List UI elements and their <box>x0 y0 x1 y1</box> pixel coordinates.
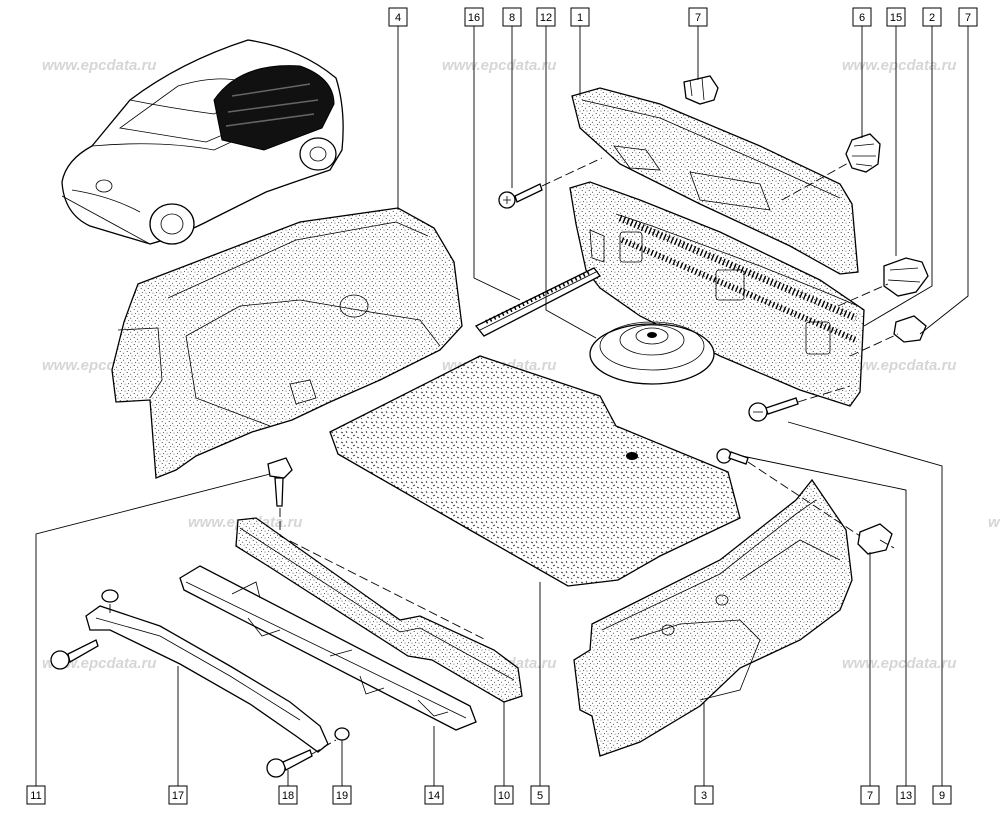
car-overview <box>61 39 344 245</box>
svg-text:8: 8 <box>509 12 515 24</box>
callout-7: 7 <box>688 7 708 27</box>
callout-6: 6 <box>852 7 872 27</box>
callout-4: 4 <box>388 7 408 27</box>
left-side-trim-panel <box>111 207 463 479</box>
callout-14: 14 <box>424 785 444 805</box>
watermark: www.epcdata.ru <box>442 57 556 74</box>
svg-text:2: 2 <box>929 12 935 24</box>
parcel-shelf <box>571 87 859 275</box>
watermark: www.epcdata.ru <box>842 357 956 374</box>
callout-12: 12 <box>536 7 556 27</box>
callout-3: 3 <box>694 785 714 805</box>
svg-text:15: 15 <box>890 12 902 24</box>
cross-bar <box>85 605 329 753</box>
callout-19: 19 <box>332 785 352 805</box>
callout-5: 5 <box>530 785 550 805</box>
assembly-lines <box>109 157 899 755</box>
svg-text:4: 4 <box>395 12 401 24</box>
callout-10: 10 <box>494 785 514 805</box>
callout-8: 8 <box>502 7 522 27</box>
svg-text:13: 13 <box>900 790 912 802</box>
callout-1: 1 <box>570 7 590 27</box>
support-rail <box>179 565 477 731</box>
watermark: www.epcdata.ru <box>42 57 156 74</box>
svg-text:17: 17 <box>172 790 184 802</box>
svg-text:7: 7 <box>695 12 701 24</box>
callout-labels: 4 16 8 12 1 7 6 15 2 7 11 17 18 19 14 10… <box>26 7 978 805</box>
svg-text:6: 6 <box>859 12 865 24</box>
callout-18: 18 <box>278 785 298 805</box>
svg-text:16: 16 <box>468 12 480 24</box>
svg-text:7: 7 <box>965 12 971 24</box>
sill-trim <box>235 517 523 703</box>
spare-wheel-cover <box>589 321 715 385</box>
svg-text:19: 19 <box>336 790 348 802</box>
svg-text:14: 14 <box>428 790 440 802</box>
callout-2: 2 <box>922 7 942 27</box>
callout-7: 7 <box>958 7 978 27</box>
callout-15: 15 <box>886 7 906 27</box>
leader-lines <box>35 26 969 786</box>
svg-text:10: 10 <box>498 790 510 802</box>
svg-text:3: 3 <box>701 790 707 802</box>
boot-floor-carpet <box>329 355 741 587</box>
callout-9: 9 <box>932 785 952 805</box>
watermark: www.epcdata.ru <box>842 655 956 672</box>
watermark: www.epcdata.ru <box>988 514 1000 531</box>
svg-text:18: 18 <box>282 790 294 802</box>
callout-16: 16 <box>464 7 484 27</box>
watermark: www.epcdata.ru <box>842 57 956 74</box>
svg-text:1: 1 <box>577 12 583 24</box>
svg-text:9: 9 <box>939 790 945 802</box>
svg-text:11: 11 <box>30 790 41 802</box>
callout-11: 11 <box>26 785 46 805</box>
callout-13: 13 <box>896 785 916 805</box>
svg-text:7: 7 <box>867 790 873 802</box>
callout-17: 17 <box>168 785 188 805</box>
fasteners <box>50 75 929 778</box>
svg-text:12: 12 <box>540 12 552 24</box>
svg-text:5: 5 <box>537 790 543 802</box>
strip <box>474 267 601 337</box>
right-side-trim-panel <box>573 478 853 757</box>
callout-7: 7 <box>860 785 880 805</box>
